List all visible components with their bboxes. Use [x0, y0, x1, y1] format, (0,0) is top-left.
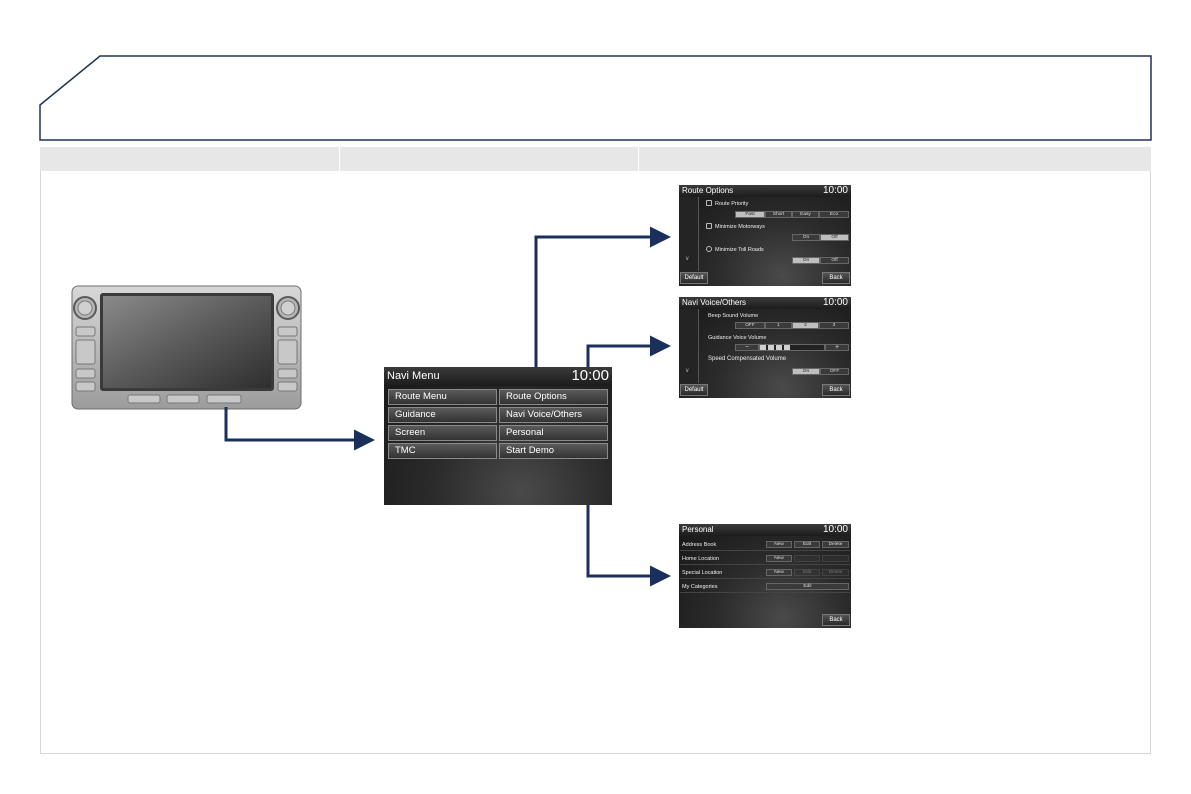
speed-off[interactable]: OFF: [820, 368, 849, 375]
toll-off[interactable]: Off: [820, 257, 849, 264]
guidance-volume-label: Guidance Voice Volume: [708, 335, 767, 341]
route-priority-fast[interactable]: Fast: [735, 211, 765, 218]
clock: 10:00: [822, 524, 848, 535]
beep-3[interactable]: 3: [819, 322, 849, 329]
head-unit-image: [71, 285, 302, 410]
clock: 10:00: [822, 185, 848, 196]
scroll-sidebar[interactable]: [679, 197, 699, 271]
edit-button[interactable]: Edit: [766, 583, 849, 590]
speed-on[interactable]: On: [792, 368, 820, 375]
screen-title: Navi Voice/Others: [682, 298, 747, 307]
default-button[interactable]: Default: [680, 384, 708, 396]
screen-title: Route Options: [682, 186, 734, 195]
title-bar: Personal 10:00: [679, 524, 851, 536]
beep-off[interactable]: OFF: [735, 322, 765, 329]
route-priority-easy[interactable]: Easy: [792, 211, 819, 218]
motorway-icon: [706, 223, 712, 229]
new-button[interactable]: New: [766, 555, 792, 562]
row-label: Special Location: [682, 570, 723, 576]
delete-button-disabled: [822, 555, 849, 562]
content-area: [40, 171, 1151, 754]
beep-volume-label: Beep Sound Volume: [708, 313, 759, 319]
minimize-toll-label: Minimize Toll Roads: [715, 247, 764, 253]
navi-menu-screen: Navi Menu 10:00 Route Menu Route Options…: [384, 367, 612, 505]
volume-plus-button[interactable]: +: [825, 344, 849, 351]
motorways-off[interactable]: Off: [820, 234, 849, 241]
section-header-frame: [39, 55, 1152, 141]
back-button[interactable]: Back: [822, 384, 850, 396]
clock: 10:00: [822, 297, 848, 308]
navi-voice-screen: Navi Voice/Others 10:00 ∨ Beep Sound Vol…: [679, 297, 851, 398]
title-bar: Navi Voice/Others 10:00: [679, 297, 851, 309]
list-item: Address Book New Edit Delete: [680, 539, 850, 551]
personal-screen: Personal 10:00 Address Book New Edit Del…: [679, 524, 851, 628]
beep-1[interactable]: 1: [765, 322, 792, 329]
toll-icon: [706, 246, 712, 252]
row-label: Address Book: [682, 542, 717, 548]
new-button[interactable]: New: [766, 569, 792, 576]
edit-button-disabled: [794, 555, 820, 562]
chevron-down-icon[interactable]: ∨: [685, 256, 690, 262]
back-button[interactable]: Back: [822, 272, 850, 284]
menu-button-tmc[interactable]: TMC: [388, 443, 497, 459]
menu-button-navi-voice[interactable]: Navi Voice/Others: [499, 407, 608, 423]
list-item: Special Location New Edit Delete: [680, 567, 850, 579]
new-button[interactable]: New: [766, 541, 792, 548]
chevron-down-icon[interactable]: ∨: [685, 368, 690, 374]
menu-button-route-menu[interactable]: Route Menu: [388, 389, 497, 405]
volume-minus-button[interactable]: −: [735, 344, 759, 351]
volume-level-bar[interactable]: [759, 344, 825, 351]
route-priority-label: Route Priority: [715, 201, 749, 207]
row-label: My Categories: [682, 584, 718, 590]
menu-button-personal[interactable]: Personal: [499, 425, 608, 441]
list-item: Home Location New: [680, 553, 850, 565]
screen-title: Personal: [682, 525, 714, 534]
column-divider: [638, 147, 639, 171]
title-bar: Route Options 10:00: [679, 185, 851, 197]
title-bar: Navi Menu 10:00: [384, 367, 612, 386]
delete-button-disabled: Delete: [822, 569, 849, 576]
row-label: Home Location: [682, 556, 719, 562]
menu-button-screen[interactable]: Screen: [388, 425, 497, 441]
column-divider: [339, 147, 340, 171]
clock: 10:00: [571, 367, 609, 384]
beep-2[interactable]: 2: [792, 322, 819, 329]
back-button[interactable]: Back: [822, 614, 850, 626]
column-header-bar: [40, 147, 1151, 171]
motorways-on[interactable]: On: [792, 234, 820, 241]
priority-icon: [706, 200, 712, 206]
toll-on[interactable]: On: [792, 257, 820, 264]
default-button[interactable]: Default: [680, 272, 708, 284]
edit-button[interactable]: Edit: [794, 541, 820, 548]
menu-button-guidance[interactable]: Guidance: [388, 407, 497, 423]
delete-button[interactable]: Delete: [822, 541, 849, 548]
volume-level-fill: [760, 345, 792, 350]
list-item: My Categories Edit: [680, 581, 850, 593]
screen-title: Navi Menu: [387, 370, 440, 382]
menu-button-start-demo[interactable]: Start Demo: [499, 443, 608, 459]
edit-button-disabled: Edit: [794, 569, 820, 576]
route-priority-short[interactable]: Short: [765, 211, 792, 218]
route-options-screen: Route Options 10:00 ∨ Route Priority Fas…: [679, 185, 851, 286]
menu-button-route-options[interactable]: Route Options: [499, 389, 608, 405]
scroll-sidebar[interactable]: [679, 309, 699, 383]
minimize-motorways-label: Minimize Motorways: [715, 224, 765, 230]
route-priority-eco[interactable]: Eco: [819, 211, 849, 218]
speed-volume-label: Speed Compensated Volume: [708, 356, 787, 362]
